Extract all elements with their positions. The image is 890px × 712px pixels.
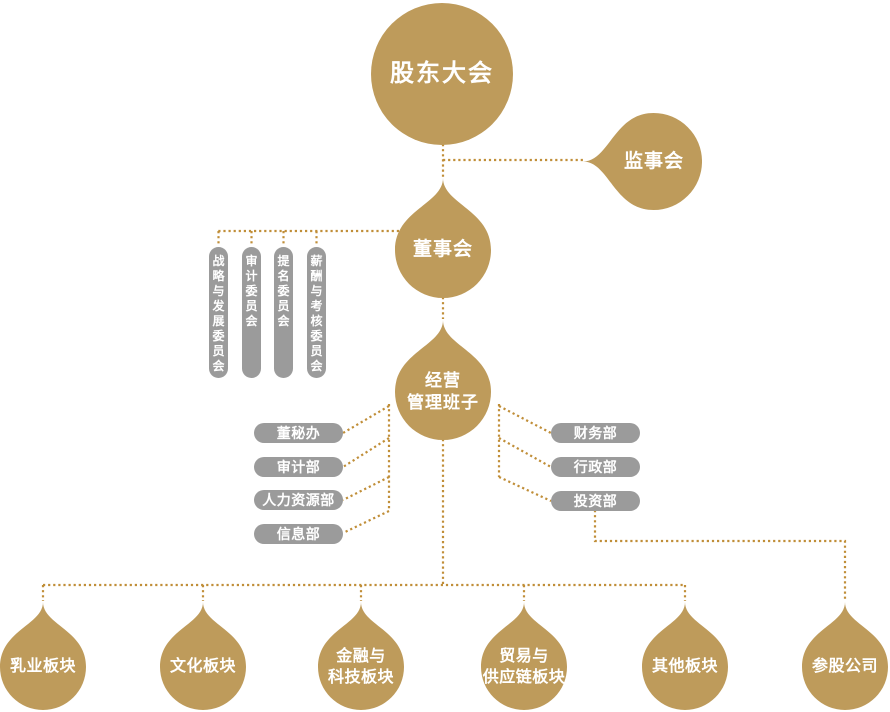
edge-right-fan-3	[498, 476, 552, 502]
edge-right-fan-2	[498, 437, 552, 468]
node-board-of-directors: 董事会	[395, 178, 491, 298]
department-pill-finance-dept: 财务部	[551, 423, 640, 443]
management-team-label-line2: 管理班子	[407, 393, 479, 412]
node-supervisory-board: 监事会	[583, 113, 702, 210]
committee-pill-nomination: 提名委员会	[274, 247, 293, 378]
department-pill-board-secretary-office: 董秘办	[254, 423, 343, 443]
business-unit-label-line2: 供应链板块	[482, 669, 566, 686]
edge-investment-subsidiary	[593, 510, 847, 601]
business-unit-label: 乳业板块	[9, 658, 76, 676]
edge-left-fan-3	[342, 476, 390, 501]
business-unit-label: 金融与 科技板块	[318, 624, 404, 710]
drop-up-shape	[160, 602, 246, 710]
committee-pill-strategy-development: 战略与发展委员会	[209, 247, 228, 378]
drop-up-shape	[642, 602, 728, 710]
department-pill-administration-dept: 行政部	[551, 457, 640, 477]
node-shareholders-meeting: 股东大会	[371, 3, 513, 145]
business-unit-drop-finance-technology: 金融与 科技板块	[318, 602, 404, 710]
drop-up-shape	[802, 602, 888, 710]
edge-right-fan-1	[498, 405, 552, 434]
edge-left-fan-4	[342, 510, 390, 534]
board-of-directors-label: 董事会	[412, 239, 473, 261]
business-unit-drop-culture: 文化板块	[160, 602, 246, 710]
drop-up-shape	[0, 602, 86, 710]
committee-pill-remuneration-assessment: 薪酬与考核委员会	[307, 247, 326, 378]
business-unit-label: 参股公司	[811, 658, 878, 676]
business-unit-label: 贸易与 供应链板块	[481, 624, 567, 710]
business-unit-label: 文化板块	[169, 658, 236, 676]
department-pill-information-dept: 信息部	[254, 524, 343, 544]
business-unit-drop-invested-companies: 参股公司	[802, 602, 888, 710]
committee-pill-audit: 审计委员会	[242, 247, 261, 378]
drop-up-shape	[395, 178, 491, 298]
department-pill-human-resources: 人力资源部	[254, 490, 343, 510]
department-pill-investment-dept: 投资部	[551, 491, 640, 511]
shareholders-meeting-label: 股东大会	[390, 60, 494, 88]
business-unit-drop-other: 其他板块	[642, 602, 728, 710]
business-unit-label-line1: 贸易与	[499, 647, 549, 665]
drop-up-shape	[481, 602, 567, 710]
department-pill-audit-dept: 审计部	[254, 457, 343, 477]
business-unit-label-line1: 金融与	[336, 647, 386, 665]
drop-up-shape	[318, 602, 404, 710]
business-unit-label: 其他板块	[651, 658, 718, 676]
drop-up-shape	[395, 320, 491, 440]
business-unit-drop-trade-supply-chain: 贸易与 供应链板块	[481, 602, 567, 710]
edge-left-fan-1	[342, 405, 390, 434]
node-management-team: 经营 管理班子	[395, 320, 491, 440]
edge-left-fan-2	[342, 437, 390, 468]
drop-left-shape	[583, 113, 702, 210]
business-unit-label-line2: 科技板块	[327, 669, 394, 686]
management-team-label: 经营 管理班子	[395, 344, 491, 440]
management-team-label-line1: 经营	[425, 370, 461, 390]
supervisory-board-label: 监事会	[623, 150, 684, 172]
business-unit-drop-dairy: 乳业板块	[0, 602, 86, 710]
